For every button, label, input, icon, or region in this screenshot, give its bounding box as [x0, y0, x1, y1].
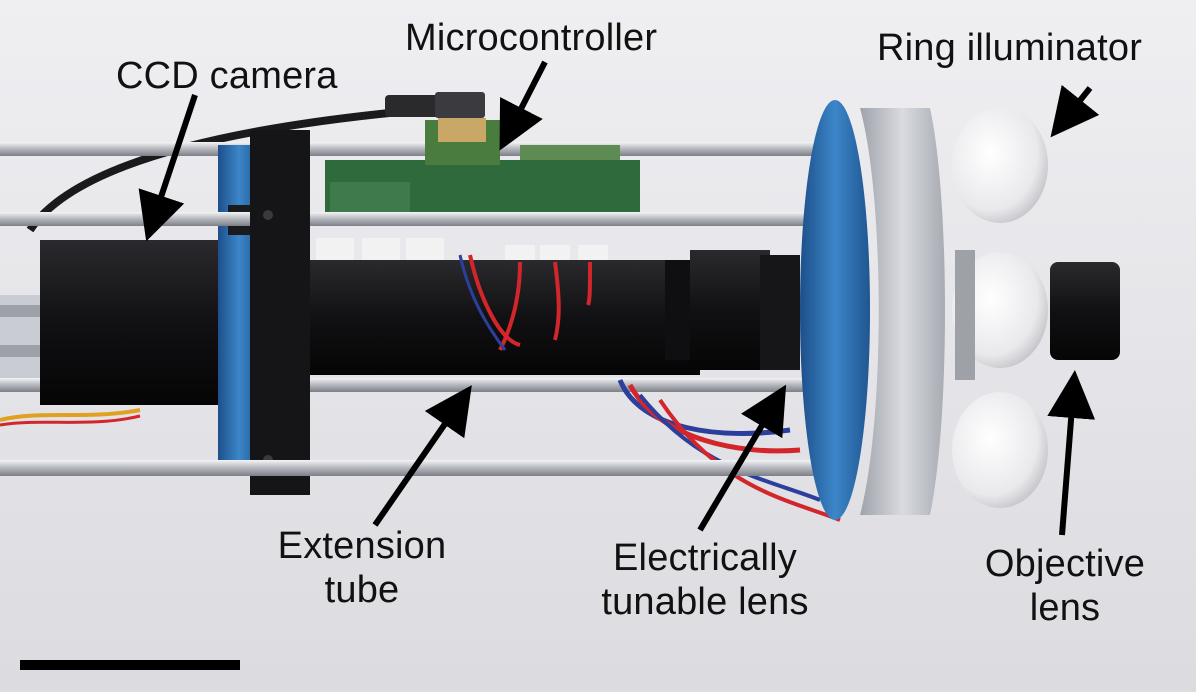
- label-tunable-lens-line2: tunable lens: [601, 581, 809, 623]
- label-objective-lens-line1: Objective: [984, 543, 1146, 585]
- illuminator-flange: [800, 100, 870, 520]
- ccd-camera-body: [40, 240, 230, 405]
- label-extension-tube-line2: tube: [324, 569, 400, 611]
- label-ring-illuminator: Ring illuminator: [877, 27, 1143, 69]
- label-extension-tube-line1: Extension: [277, 525, 447, 567]
- led-middle: [952, 252, 1048, 368]
- led-top: [952, 107, 1048, 223]
- label-tunable-lens-line1: Electrically: [613, 537, 797, 579]
- rail-middle: [0, 212, 830, 226]
- label-extension-tube: Extension tube: [262, 524, 462, 612]
- extension-tube: [300, 260, 700, 375]
- scale-bar: [20, 660, 240, 670]
- label-tunable-lens: Electrically tunable lens: [580, 536, 830, 624]
- objective-lens: [1050, 262, 1120, 360]
- front-plate: [250, 130, 310, 495]
- illuminator-ring: [860, 108, 945, 515]
- tunable-lens-body: [690, 250, 770, 370]
- rail-top: [0, 142, 830, 156]
- label-objective-lens: Objective lens: [970, 542, 1160, 630]
- led-bottom: [952, 392, 1048, 508]
- label-ccd-camera: CCD camera: [116, 55, 338, 97]
- label-microcontroller: Microcontroller: [405, 17, 658, 59]
- rail-bottom: [0, 460, 830, 476]
- label-objective-lens-line2: lens: [1029, 587, 1101, 629]
